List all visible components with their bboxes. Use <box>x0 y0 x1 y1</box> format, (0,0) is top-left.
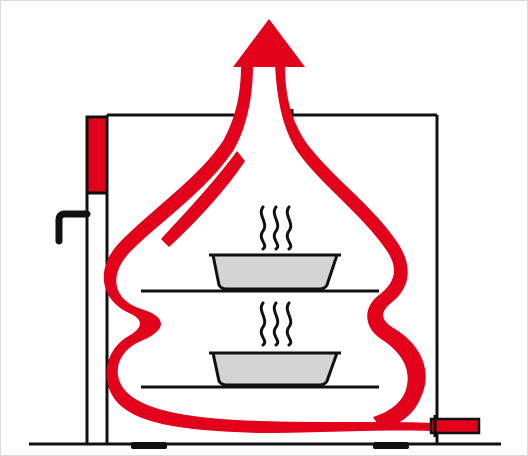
airflow-right-plume <box>275 65 426 429</box>
door-handle-icon <box>55 210 91 245</box>
baking-dish-lower <box>209 351 341 387</box>
airflow-arrowhead <box>233 19 305 67</box>
steam-icon <box>259 301 293 347</box>
steam-wisp <box>272 301 280 347</box>
oven-door-red-panel <box>85 115 109 195</box>
baking-dish-upper <box>209 253 341 291</box>
steam-wisp <box>272 205 280 251</box>
air-inlet-pipe-icon <box>429 415 481 437</box>
steam-wisp <box>285 205 293 251</box>
airflow-arrow-icon <box>103 19 434 433</box>
steam-wisp <box>259 301 267 347</box>
steam-wisp <box>259 205 267 251</box>
steam-wisp <box>285 301 293 347</box>
baking-dish-icon <box>211 253 339 291</box>
airflow-inner-loop <box>161 151 245 247</box>
steam-icon <box>259 205 293 251</box>
inlet-pipe-body <box>429 417 481 435</box>
baking-dish-icon <box>211 351 339 387</box>
